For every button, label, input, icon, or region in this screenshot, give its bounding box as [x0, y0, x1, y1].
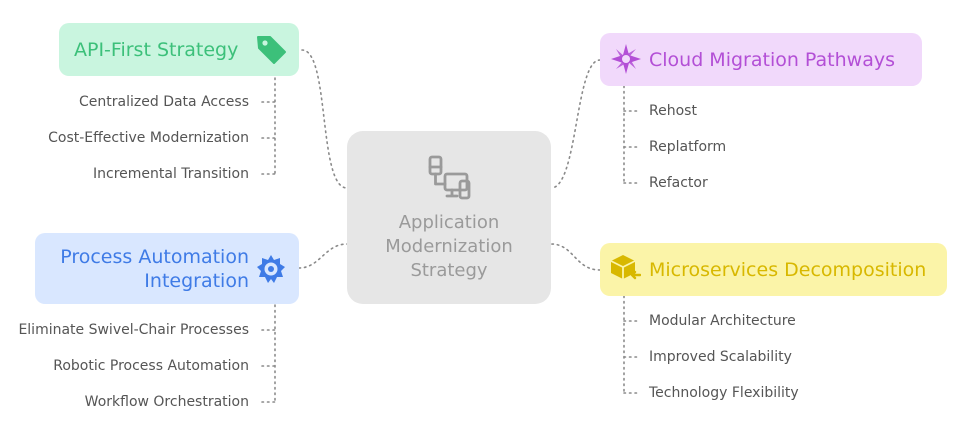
leaf-process-3: Workflow Orchestration [84, 394, 249, 410]
center-title-line: Strategy [410, 259, 488, 281]
compass-star-icon [611, 44, 641, 74]
branch-microservices-label: Microservices Decomposition [649, 259, 927, 281]
leaf-cloud-3: Refactor [649, 175, 708, 191]
leaf-api-3: Incremental Transition [93, 166, 249, 182]
branch-process-automation[interactable]: Process Automation Integration [35, 233, 299, 304]
connector-micro [550, 243, 601, 271]
leaf-micro-3: Technology Flexibility [649, 385, 799, 401]
connector-cloud [550, 59, 601, 189]
leaf-micro-2: Improved Scalability [649, 349, 792, 365]
connector-process [298, 243, 348, 269]
leaf-micro-1: Modular Architecture [649, 313, 796, 329]
leaf-cloud-2: Replatform [649, 139, 727, 155]
center-node[interactable]: Application Modernization Strategy [347, 131, 551, 304]
cube-icon [610, 255, 641, 280]
branch-cloud-migration[interactable]: Cloud Migration Pathways [600, 33, 922, 86]
connector-api [301, 49, 348, 189]
leaf-api-1: Centralized Data Access [79, 94, 249, 110]
center-title-line: Modernization [385, 235, 513, 257]
center-title-line: Application [398, 211, 500, 233]
leaf-api-2: Cost-Effective Modernization [48, 130, 249, 146]
branch-process-automation-label: Process Automation Integration [60, 245, 249, 293]
center-title: Application Modernization Strategy [347, 211, 551, 283]
branch-api-first-label: API-First Strategy [74, 39, 239, 61]
tag-icon [257, 36, 286, 64]
leaf-cloud-1: Rehost [649, 103, 697, 119]
leaf-process-2: Robotic Process Automation [53, 358, 249, 374]
branch-api-first[interactable]: API-First Strategy [59, 23, 299, 76]
branch-microservices[interactable]: Microservices Decomposition [600, 243, 947, 296]
branch-process-label-line: Integration [144, 270, 249, 292]
computer-devices-icon [428, 155, 471, 199]
gear-icon [257, 255, 285, 283]
branch-process-label-line: Process Automation [60, 246, 249, 268]
branch-cloud-migration-label: Cloud Migration Pathways [649, 49, 895, 71]
leaf-process-1: Eliminate Swivel-Chair Processes [18, 322, 249, 338]
